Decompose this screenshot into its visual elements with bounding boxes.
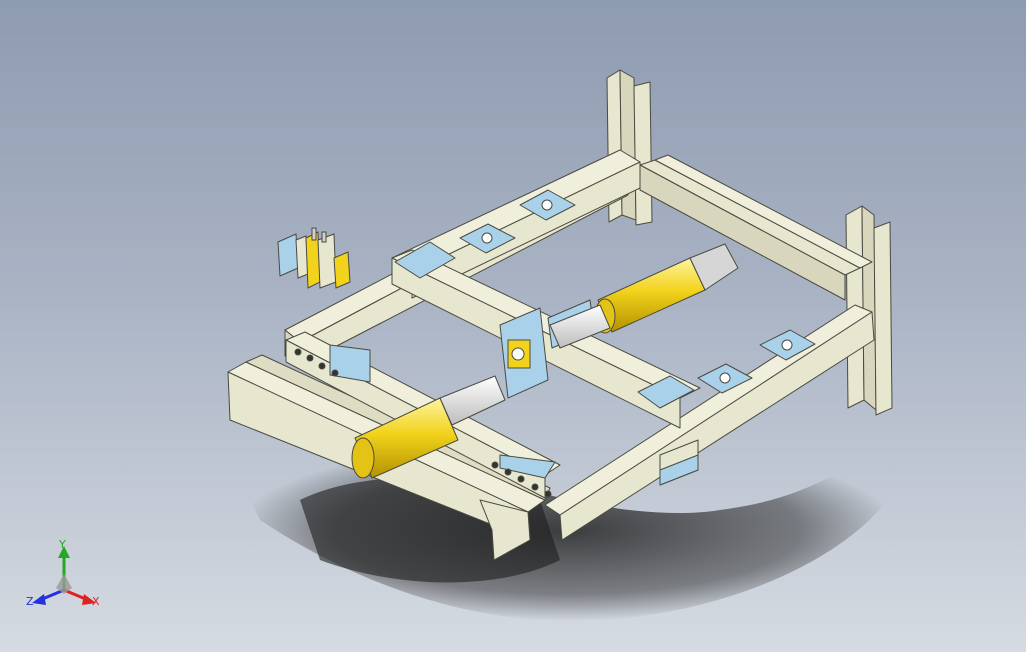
triad-x-axis [63, 588, 96, 605]
mounting-plate-1[interactable] [519, 189, 576, 221]
piston-rod-front[interactable] [439, 375, 506, 426]
mounting-plate-5[interactable] [394, 241, 695, 409]
piston-rod-rear[interactable] [549, 304, 611, 349]
hydraulic-cylinder-front[interactable] [351, 397, 459, 479]
hanging-bracket[interactable] [659, 439, 699, 486]
hydraulic-cylinder-rear[interactable] [594, 243, 739, 334]
triad-center [56, 574, 72, 594]
mounting-plate-3[interactable] [759, 329, 816, 361]
triad-y-label: Y [58, 540, 66, 551]
bolt-row-front [294, 348, 552, 498]
mounting-plate-4[interactable] [697, 363, 753, 394]
triad-z-axis [32, 588, 65, 605]
triad-x-label: X [92, 595, 100, 608]
mounting-plate-2[interactable] [459, 223, 516, 254]
exploded-bracket-assembly[interactable] [277, 227, 351, 289]
coordinate-triad: Y Z X [26, 540, 100, 608]
triad-z-label: Z [26, 595, 34, 608]
